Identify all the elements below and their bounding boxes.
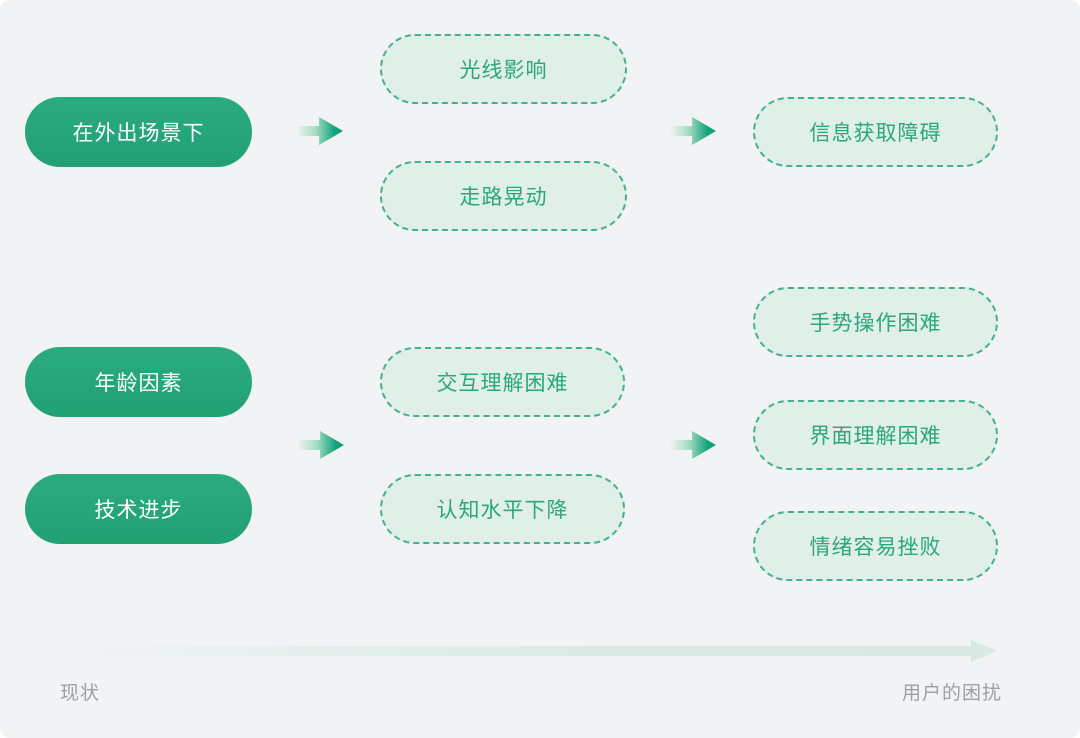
- factor-node-interaction-difficulty: 交互理解困难: [380, 347, 625, 417]
- factor-node-light-influence: 光线影响: [380, 34, 627, 104]
- cause-node-age-factor: 年龄因素: [25, 347, 252, 417]
- flow-arrow-icon: [297, 117, 343, 145]
- cause-node-outdoor-scenario: 在外出场景下: [25, 97, 252, 167]
- axis-label-current-state: 现状: [60, 683, 101, 704]
- effect-node-emotional-frustration: 情绪容易挫败: [753, 511, 998, 581]
- factor-node-cognitive-decline: 认知水平下降: [380, 474, 625, 544]
- effect-node-interface-difficulty: 界面理解困难: [753, 400, 998, 470]
- effect-node-info-access-barrier: 信息获取障碍: [753, 97, 998, 167]
- effect-node-gesture-difficulty: 手势操作困难: [753, 287, 998, 357]
- flow-arrow-icon: [670, 431, 716, 459]
- axis-arrow-icon: [65, 640, 997, 662]
- flow-arrow-icon: [298, 431, 344, 459]
- flow-arrow-icon: [670, 117, 716, 145]
- cause-node-tech-progress: 技术进步: [25, 474, 252, 544]
- axis-label-user-troubles: 用户的困扰: [901, 683, 1002, 704]
- factor-node-walking-shake: 走路晃动: [380, 161, 627, 231]
